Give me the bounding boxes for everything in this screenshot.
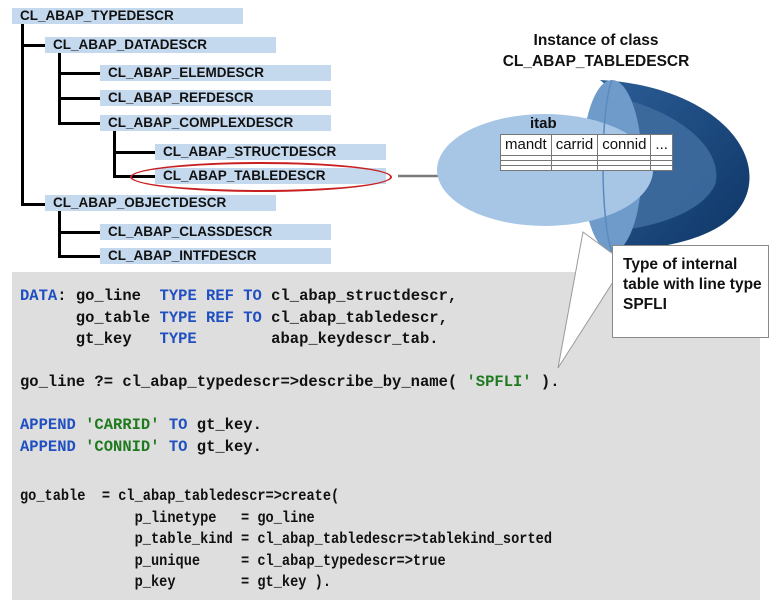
instance-title-line1: Instance of class (533, 32, 659, 49)
highlight-ellipse (130, 162, 392, 192)
code-text: go_table (20, 308, 160, 327)
code-text: cl_abap_structdescr, (261, 287, 458, 305)
code-line: p_linetype = go_line (20, 508, 315, 527)
code-string: 'CARRID' (85, 416, 160, 434)
code-line: gt_key TYPE abap_keydescr_tab. (20, 329, 560, 351)
code-line: go_table TYPE REF TO cl_abap_tabledescr, (20, 308, 560, 330)
tree-node-complexdescr: CL_ABAP_COMPLEXDESCR (100, 115, 331, 131)
tree-connector (21, 44, 45, 47)
itab-column-header: carrid (550, 134, 599, 156)
callout-box: Type of internal table with line type SP… (612, 245, 769, 338)
code-keyword: TO (168, 437, 188, 456)
itab-header-row: mandt carrid connid ... (500, 134, 673, 156)
code-line: APPEND 'CONNID' TO gt_key. (20, 437, 560, 459)
code-text: abap_keydescr_tab. (196, 330, 439, 348)
code-line: p_table_kind = cl_abap_tabledescr=>table… (20, 530, 553, 548)
callout-text: Type of internal table with line type SP… (623, 256, 762, 313)
code-keyword: TYPE REF TO (159, 308, 262, 327)
itab-table: mandt carrid connid ... (500, 134, 673, 171)
itab-label: itab (530, 115, 557, 132)
itab-column-header: connid (597, 134, 652, 156)
tree-node-typedescr: CL_ABAP_TYPEDESCR (12, 8, 243, 24)
tree-connector (58, 122, 100, 125)
tree-connector (58, 255, 100, 258)
code-keyword: TYPE (159, 330, 197, 348)
instance-title-line2: CL_ABAP_TABLEDESCR (502, 53, 690, 70)
itab-column-header: ... (650, 134, 673, 156)
itab-row (500, 165, 673, 171)
code-text: gt_key (20, 330, 160, 348)
code-keyword: APPEND (20, 437, 76, 456)
instance-title: Instance of class CL_ABAP_TABLEDESCR (470, 30, 722, 72)
code-string: 'CONNID' (85, 437, 160, 456)
tree-connector (58, 72, 100, 75)
tree-node-datadescr: CL_ABAP_DATADESCR (45, 37, 276, 53)
code-keyword: APPEND (20, 416, 76, 434)
tree-node-elemdescr: CL_ABAP_ELEMDESCR (100, 65, 331, 81)
itab-column-header: mandt (500, 134, 552, 156)
code-text: gt_key. (187, 416, 262, 434)
code-text: ). (531, 373, 560, 391)
tree-connector (58, 231, 100, 234)
code-text: : go_line (57, 287, 160, 305)
tree-node-intfdescr: CL_ABAP_INTFDESCR (100, 248, 331, 264)
code-string: 'SPFLI' (466, 373, 532, 391)
tree-connector (113, 131, 116, 177)
code-keyword: TYPE REF TO (159, 287, 262, 305)
code-line: APPEND 'CARRID' TO gt_key. (20, 415, 560, 437)
tree-node-objectdescr: CL_ABAP_OBJECTDESCR (45, 195, 276, 211)
code-line: p_unique = cl_abap_typedescr=>true (20, 551, 446, 570)
tree-connector (58, 97, 100, 100)
tree-node-classdescr: CL_ABAP_CLASSDESCR (100, 224, 331, 240)
tree-connector (113, 151, 155, 154)
code-line: p_key = gt_key ). (20, 573, 332, 591)
code-listing: DATA: go_line TYPE REF TO cl_abap_struct… (20, 286, 560, 458)
code-keyword: DATA (20, 287, 58, 305)
code-line: go_line ?= cl_abap_typedescr=>describe_b… (20, 372, 560, 394)
code-line: DATA: go_line TYPE REF TO cl_abap_struct… (20, 286, 560, 308)
tree-connector (58, 53, 61, 124)
code-create-call: go_table = cl_abap_tabledescr=>create( p… (20, 486, 552, 594)
tree-connector (58, 211, 61, 257)
callout-pointer (557, 231, 614, 369)
tree-node-structdescr: CL_ABAP_STRUCTDESCR (155, 144, 386, 160)
code-text: go_line ?= cl_abap_typedescr=>describe_b… (20, 373, 467, 391)
tree-connector (21, 24, 24, 205)
code-text: gt_key. (187, 437, 262, 456)
tree-connector (21, 203, 45, 206)
code-line: go_table = cl_abap_tabledescr=>create( (20, 487, 340, 505)
code-keyword: TO (168, 416, 188, 434)
code-text: cl_abap_tabledescr, (261, 308, 448, 327)
tree-node-refdescr: CL_ABAP_REFDESCR (100, 90, 331, 106)
